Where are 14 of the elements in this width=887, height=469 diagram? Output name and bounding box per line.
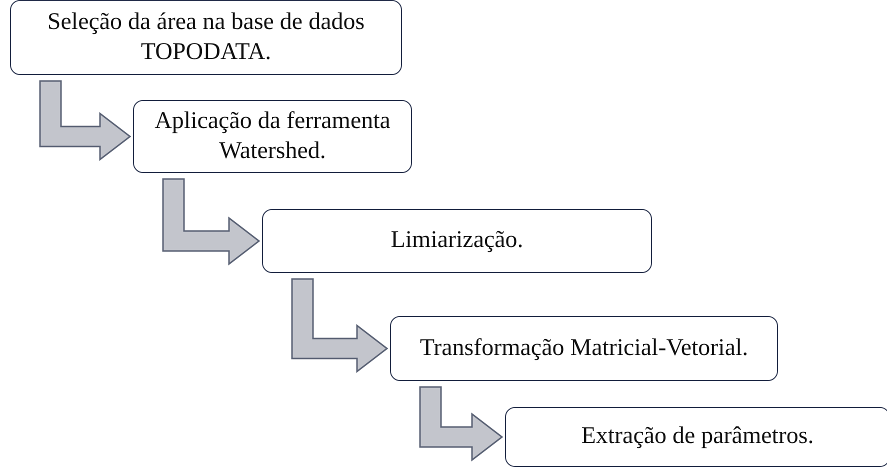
block-arrow <box>39 80 132 162</box>
block-arrow <box>291 278 388 374</box>
step-text: Extração de parâmetros. <box>581 422 814 452</box>
step-text: Transformação Matricial-Vetorial. <box>420 334 748 363</box>
block-arrow <box>162 178 260 266</box>
process-box <box>133 100 412 173</box>
process-box <box>390 316 778 381</box>
step-text: Seleção da área na base de dados TOPODATA. <box>46 8 366 66</box>
process-box <box>505 407 887 467</box>
process-box <box>10 0 402 75</box>
process-box <box>262 209 652 273</box>
step-text: Aplicação da ferramenta Watershed. <box>154 107 392 166</box>
block-arrow <box>419 386 504 462</box>
step-text: Limiarização. <box>390 226 524 256</box>
